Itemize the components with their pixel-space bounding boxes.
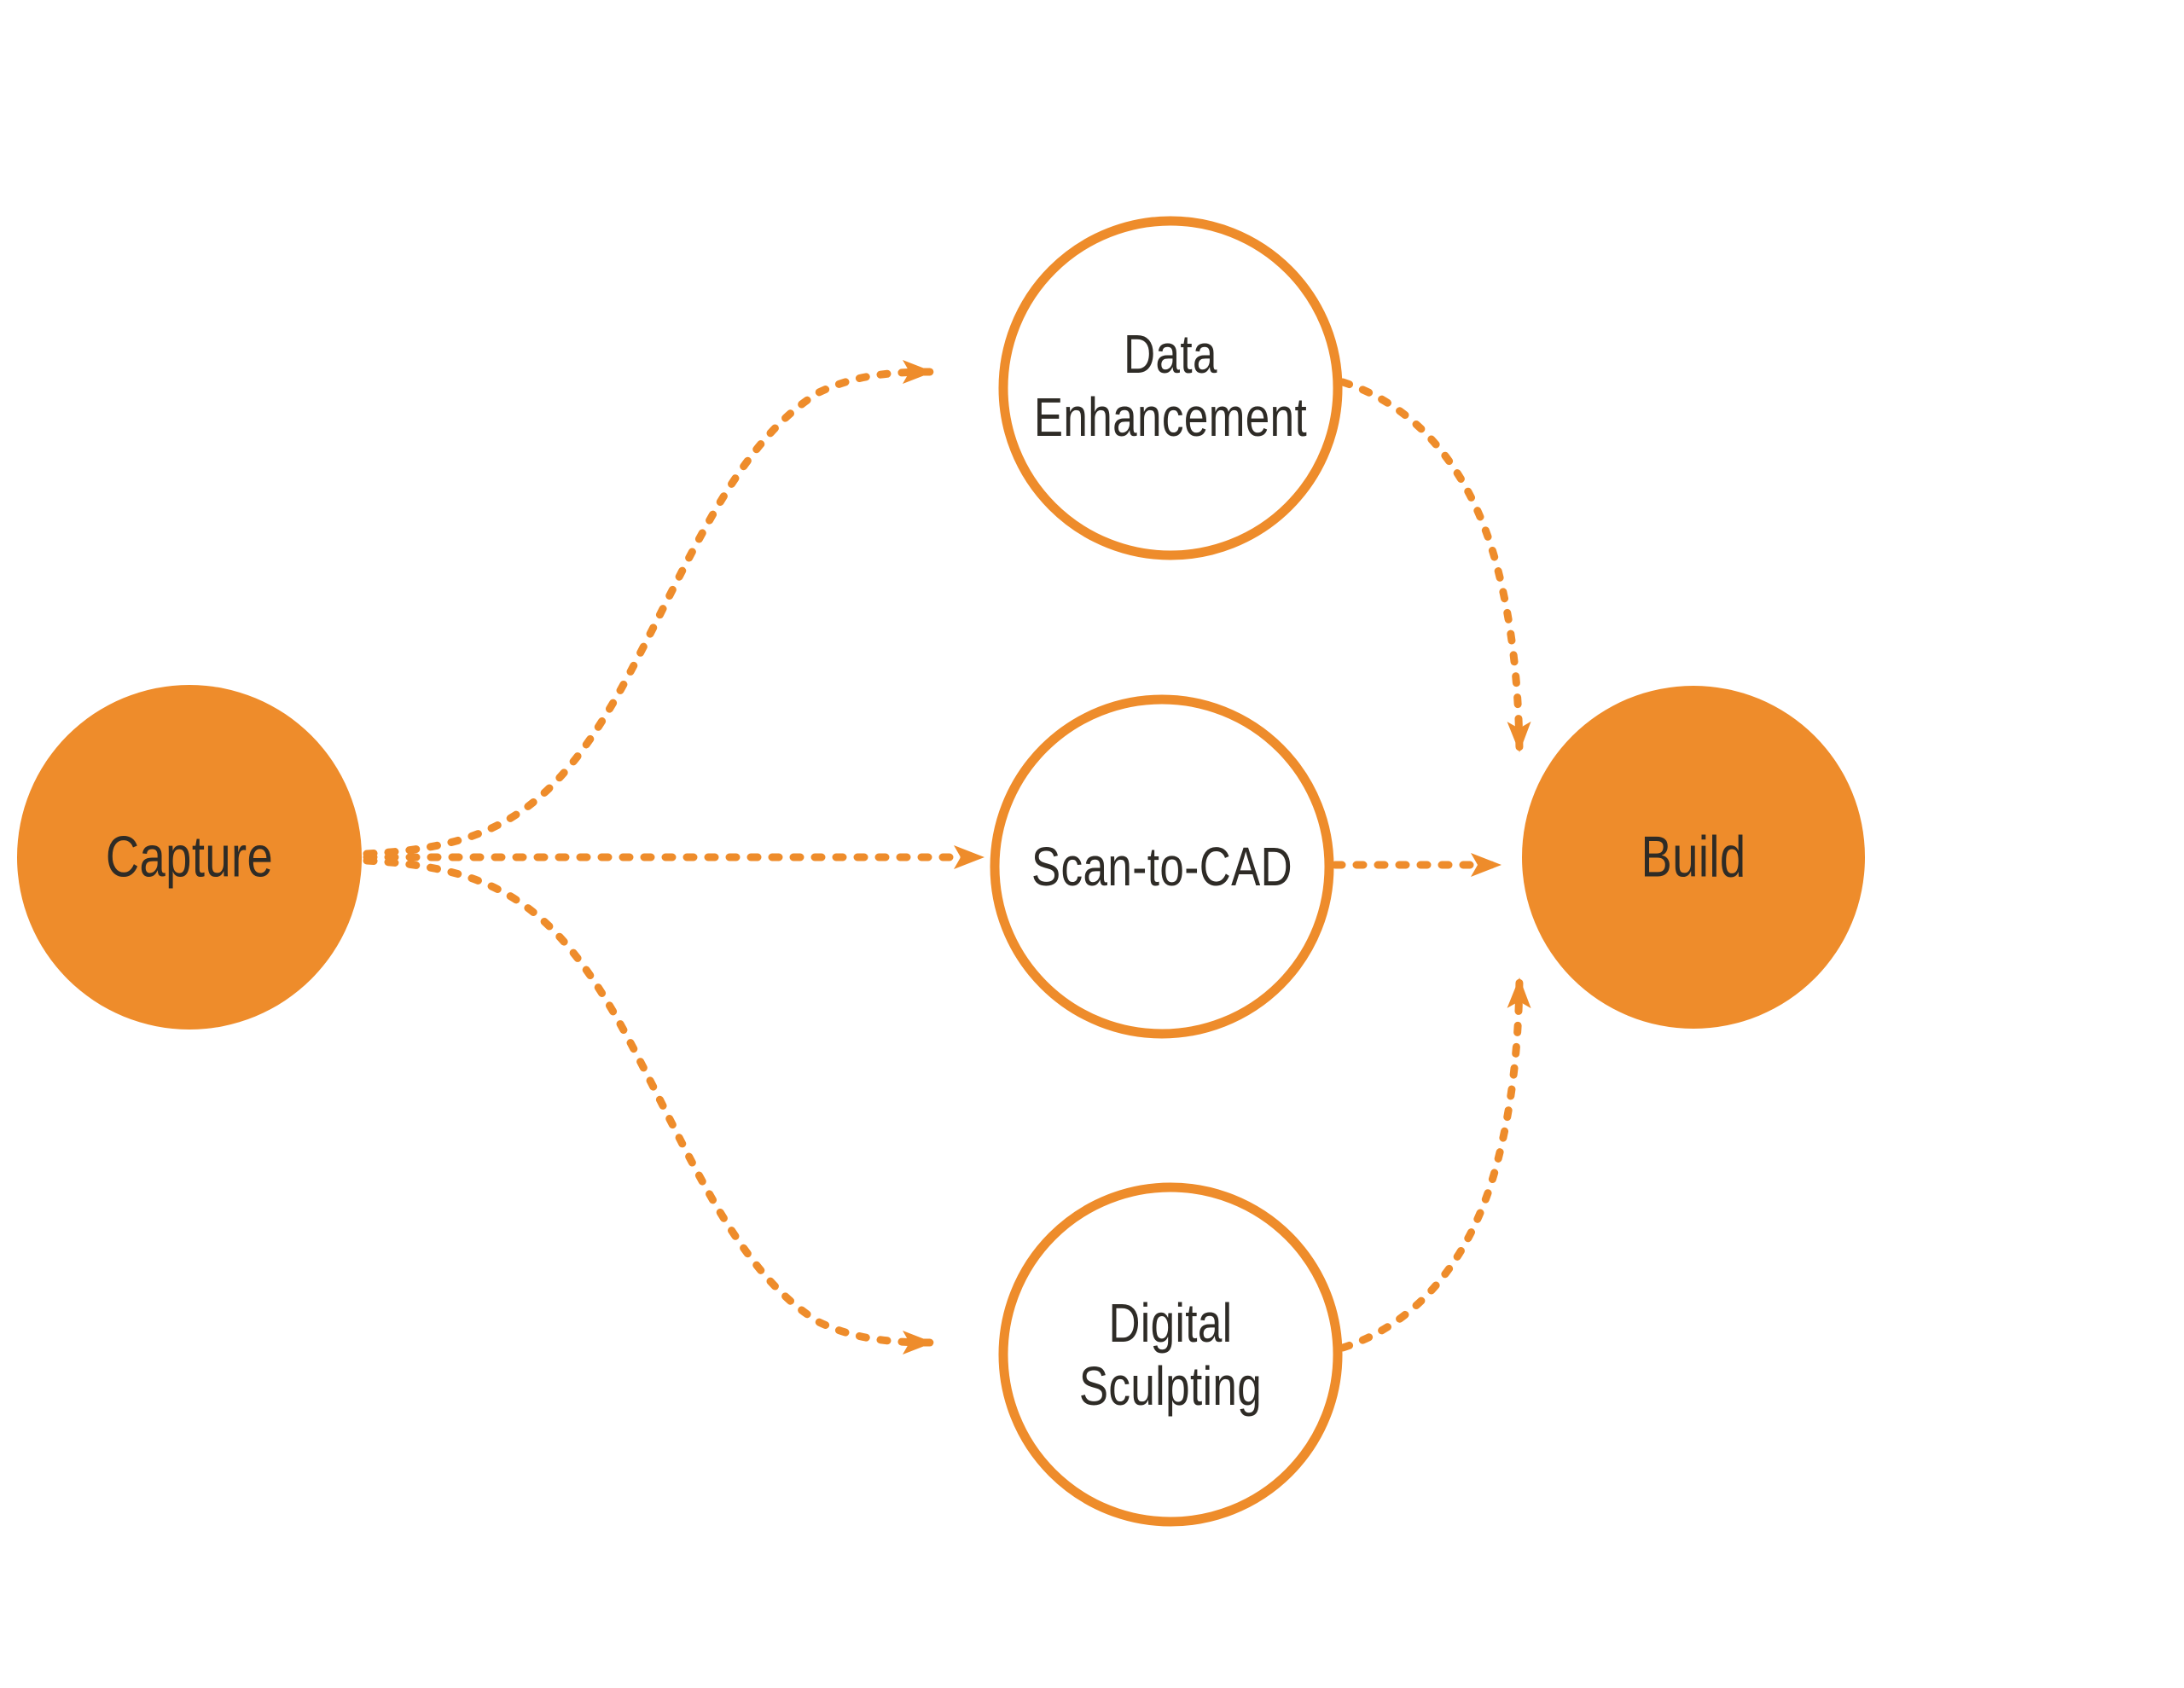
connector-capture-to-data-enhancement [363,360,936,858]
data-enhancement-label: Data Enhancement [1000,322,1341,449]
connector-digital-sculpting-to-build [1339,975,1531,1352]
scan-to-cad-label: Scan-to-CAD [999,835,1326,898]
digital-sculpting-label-line2: Sculpting [1078,1355,1263,1417]
connector-data-enhancement-to-build [1339,378,1531,755]
node-build-circle [1522,686,1865,1029]
data-enhancement-label-line1: Data [1124,322,1217,385]
node-capture-circle [17,685,362,1030]
capture-label: Capture [84,824,293,891]
node-scan-to-cad-circle [990,694,1334,1039]
digital-sculpting-label: Digital Sculpting [1056,1291,1285,1418]
node-data-enhancement-circle [998,216,1343,560]
capture-label-text: Capture [105,824,274,890]
digital-sculpting-label-line1: Digital [1108,1291,1233,1354]
node-digital-sculpting-circle [998,1182,1343,1527]
connector-capture-to-digital-sculpting [363,856,936,1354]
data-enhancement-label-line2: Enhancement [1033,386,1308,448]
build-label: Build [1628,824,1759,891]
build-label-text: Build [1641,824,1746,890]
scan-to-cad-label-text: Scan-to-CAD [1031,835,1292,897]
